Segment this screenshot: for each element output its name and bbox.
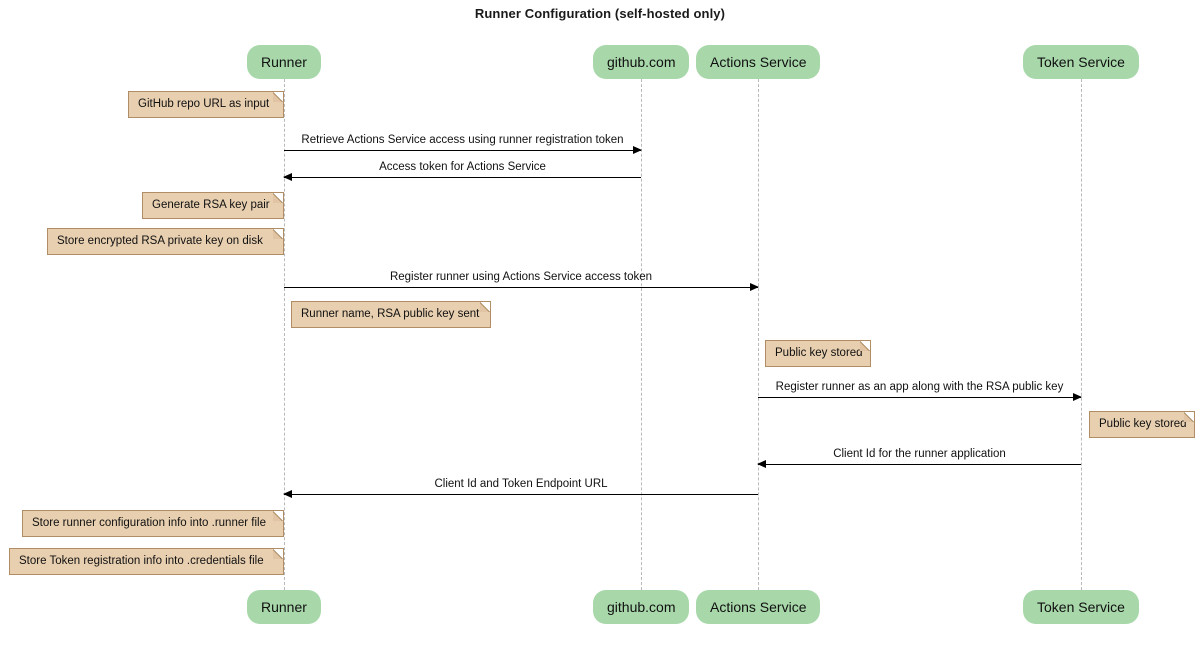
participant-runner[interactable]: Runner bbox=[247, 45, 321, 79]
note-fold-corner-icon bbox=[273, 548, 284, 559]
lifeline-actions bbox=[758, 79, 759, 590]
note-label: Store Token registration info into .cred… bbox=[19, 555, 264, 567]
arrowhead-icon bbox=[633, 146, 642, 154]
note-n7: Store runner configuration info into .ru… bbox=[22, 510, 284, 537]
arrowhead-icon bbox=[283, 173, 292, 181]
message-label-m1: Retrieve Actions Service access using ru… bbox=[301, 134, 624, 146]
arrowhead-icon bbox=[1073, 393, 1082, 401]
note-n1: GitHub repo URL as input bbox=[128, 91, 284, 118]
arrowhead-icon bbox=[757, 460, 766, 468]
note-n8: Store Token registration info into .cred… bbox=[9, 548, 284, 575]
note-n2: Generate RSA key pair bbox=[142, 192, 284, 219]
lifeline-github bbox=[641, 79, 642, 590]
message-arrow-m4 bbox=[758, 393, 1082, 401]
note-label: Store runner configuration info into .ru… bbox=[32, 517, 266, 529]
arrowhead-icon bbox=[283, 490, 292, 498]
participant-footer-actions-bottom[interactable]: Actions Service bbox=[696, 590, 821, 624]
message-arrow-m2 bbox=[283, 173, 641, 181]
note-label: GitHub repo URL as input bbox=[138, 98, 270, 110]
note-label: Runner name, RSA public key sent bbox=[301, 308, 480, 320]
message-arrow-m3 bbox=[284, 283, 759, 291]
arrowhead-icon bbox=[750, 283, 759, 291]
message-label-m3: Register runner using Actions Service ac… bbox=[389, 271, 653, 283]
message-label-m5: Client Id for the runner application bbox=[833, 448, 1006, 460]
lifeline-token bbox=[1081, 79, 1082, 590]
participant-footer-github-bottom[interactable]: github.com bbox=[593, 590, 690, 624]
message-arrow-m5 bbox=[757, 460, 1081, 468]
note-fold-corner-icon bbox=[273, 228, 284, 239]
participant-footer-runner-bottom[interactable]: Runner bbox=[247, 590, 321, 624]
participant-token[interactable]: Token Service bbox=[1023, 45, 1139, 79]
note-n4: Runner name, RSA public key sent bbox=[291, 301, 491, 328]
message-label-m2: Access token for Actions Service bbox=[379, 161, 546, 173]
note-label: Public key stored bbox=[1099, 418, 1187, 430]
message-label-m6: Client Id and Token Endpoint URL bbox=[434, 478, 608, 490]
note-n6: Public key stored bbox=[1089, 411, 1195, 438]
note-label: Store encrypted RSA private key on disk bbox=[57, 235, 263, 247]
note-n5: Public key stored bbox=[765, 340, 871, 367]
note-label: Generate RSA key pair bbox=[152, 199, 270, 211]
note-n3: Store encrypted RSA private key on disk bbox=[47, 228, 284, 255]
note-fold-corner-icon bbox=[273, 192, 284, 203]
participant-actions[interactable]: Actions Service bbox=[696, 45, 821, 79]
note-label: Public key stored bbox=[775, 347, 863, 359]
lifeline-runner bbox=[284, 79, 285, 590]
note-fold-corner-icon bbox=[273, 510, 284, 521]
message-arrow-m6 bbox=[283, 490, 758, 498]
message-label-m4: Register runner as an app along with the… bbox=[775, 381, 1064, 393]
note-fold-corner-icon bbox=[860, 340, 871, 351]
note-fold-corner-icon bbox=[480, 301, 491, 312]
page-title: Runner Configuration (self-hosted only) bbox=[474, 6, 726, 21]
participant-github[interactable]: github.com bbox=[593, 45, 690, 79]
note-fold-corner-icon bbox=[273, 91, 284, 102]
message-arrow-m1 bbox=[284, 146, 642, 154]
participant-footer-token-bottom[interactable]: Token Service bbox=[1023, 590, 1139, 624]
note-fold-corner-icon bbox=[1184, 411, 1195, 422]
